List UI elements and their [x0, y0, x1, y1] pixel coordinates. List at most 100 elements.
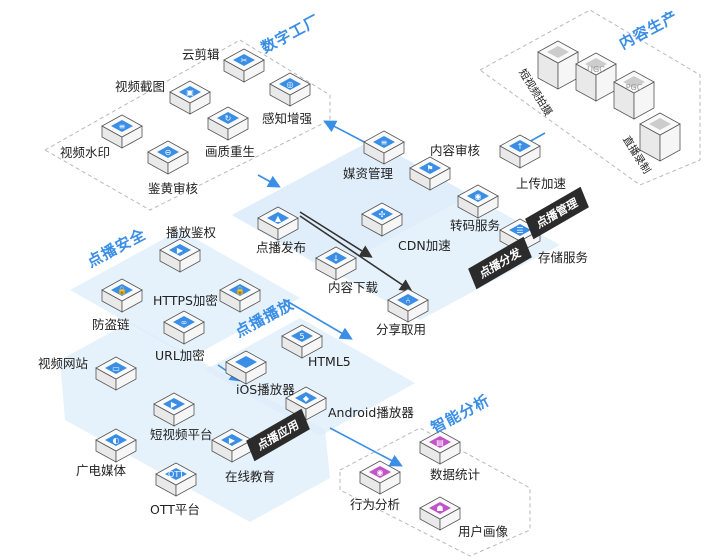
- playback-auth-icon: ▶: [177, 246, 184, 255]
- url-encrypt-icon: ∞: [181, 318, 188, 327]
- video-website-icon: ▭: [112, 364, 120, 373]
- arrow-security-to-playback: [284, 299, 353, 340]
- transcode-service-icon: ◉: [475, 192, 482, 201]
- label-transcode-service: 转码服务: [450, 218, 501, 233]
- label-html5: HTML5: [308, 354, 351, 369]
- node-ott-platform[interactable]: OTT: [155, 462, 197, 497]
- video-watermark-icon: ≡: [119, 122, 126, 131]
- behavior-analysis-icon: ◉: [377, 468, 384, 477]
- pgc-text: PGC: [626, 83, 643, 92]
- vod-publish-icon: ▲: [275, 214, 282, 223]
- node-pgc[interactable]: [613, 70, 655, 120]
- label-https-encrypt: HTTPS加密: [153, 293, 218, 308]
- node-playback-auth[interactable]: ▶: [159, 238, 201, 273]
- media-management-icon: ≡: [381, 138, 388, 147]
- label-vod-publish: 点播发布: [256, 240, 307, 255]
- ott-platform-icon: OTT: [168, 470, 184, 479]
- label-porn-review: 鉴黄审核: [148, 181, 199, 196]
- ugc-text: UGC: [587, 65, 605, 74]
- node-cloud-edit[interactable]: ✂: [223, 48, 265, 83]
- arrow-playback-to-analytics: [329, 427, 403, 467]
- node-short-video-shoot[interactable]: [537, 40, 579, 90]
- node-short-video-platform[interactable]: ▶: [153, 392, 195, 427]
- node-video-website[interactable]: ▭: [95, 356, 137, 391]
- node-video-watermark[interactable]: ≡: [101, 114, 143, 149]
- node-https-encrypt[interactable]: 🔒: [219, 278, 261, 313]
- label-online-education: 在线教育: [225, 469, 276, 484]
- node-broadcast-media[interactable]: ◐: [95, 428, 137, 463]
- node-share-fetch[interactable]: ⑃: [387, 288, 429, 323]
- arrow-factory-to-management: [257, 174, 281, 188]
- node-data-stats[interactable]: ▤: [419, 430, 461, 465]
- node-online-education[interactable]: ▶: [211, 428, 253, 463]
- label-quality-rebirth: 画质重生: [205, 144, 256, 159]
- node-content-review[interactable]: ⚑: [409, 156, 451, 191]
- arrow-management-to-factory: [323, 120, 371, 146]
- label-share-fetch: 分享取用: [376, 322, 427, 337]
- html5-icon: 5: [299, 332, 304, 341]
- node-transcode-service[interactable]: ◉: [457, 184, 499, 219]
- label-ott-platform: OTT平台: [150, 502, 200, 517]
- video-screenshot-icon: ▣: [186, 88, 194, 97]
- quality-rebirth-icon: ↻: [225, 114, 232, 123]
- node-user-profile[interactable]: ☗: [419, 496, 461, 531]
- arrow-publish-to-download: [299, 211, 373, 258]
- label-upload-accel: 上传加速: [516, 176, 567, 191]
- node-perception-enhance[interactable]: ◎: [269, 72, 311, 107]
- label-cdn-accel: CDN加速: [398, 238, 451, 253]
- node-anti-leech[interactable]: 🔒: [101, 278, 143, 313]
- label-playback-auth: 播放鉴权: [166, 225, 217, 240]
- node-ugc[interactable]: [575, 52, 617, 102]
- label-video-screenshot: 视频截图: [115, 79, 166, 94]
- plate-vod-playback: [205, 318, 415, 436]
- label-media-management: 媒资管理: [343, 166, 394, 181]
- label-broadcast-media: 广电媒体: [76, 463, 127, 478]
- label-video-website: 视频网站: [38, 356, 89, 371]
- node-content-download[interactable]: ↓: [315, 246, 357, 281]
- node-quality-rebirth[interactable]: ↻: [207, 106, 249, 141]
- node-behavior-analysis[interactable]: ◉: [359, 460, 401, 495]
- node-url-encrypt[interactable]: ∞: [163, 310, 205, 345]
- label-android-player: Android播放器: [328, 405, 414, 420]
- android-player-icon: ◆: [303, 394, 310, 403]
- perception-enhance-icon: ◎: [287, 80, 294, 89]
- node-media-management[interactable]: ≡: [363, 130, 405, 165]
- node-live-recording[interactable]: [639, 112, 681, 162]
- porn-review-icon: ⊖: [165, 148, 172, 157]
- share-fetch-icon: ⑃: [406, 296, 411, 305]
- user-profile-icon: ☗: [436, 504, 443, 513]
- label-ios-player: iOS播放器: [236, 382, 295, 397]
- label-cloud-edit: 云剪辑: [182, 47, 220, 62]
- node-android-player[interactable]: ◆: [285, 386, 327, 421]
- label-user-profile: 用户画像: [458, 524, 509, 539]
- label-storage-service: 存储服务: [538, 250, 589, 265]
- content-download-icon: ↓: [333, 254, 340, 263]
- label-content-review: 内容审核: [430, 143, 481, 158]
- node-video-screenshot[interactable]: ▣: [169, 80, 211, 115]
- node-upload-accel[interactable]: ↑: [499, 134, 541, 169]
- label-content-download: 内容下载: [328, 280, 379, 295]
- upload-accel-icon: ↑: [517, 142, 524, 151]
- anti-leech-icon: 🔒: [117, 286, 127, 295]
- label-anti-leech: 防盗链: [92, 317, 130, 332]
- label-url-encrypt: URL加密: [155, 348, 205, 363]
- storage-service-icon: ☰: [516, 226, 523, 235]
- content-review-icon: ⚑: [426, 164, 433, 173]
- label-data-stats: 数据统计: [430, 467, 481, 482]
- node-html5[interactable]: 5: [281, 324, 323, 359]
- broadcast-media-icon: ◐: [113, 436, 120, 445]
- cdn-accel-icon: ✣: [379, 210, 386, 219]
- label-video-watermark: 视频水印: [60, 145, 111, 160]
- node-cdn-accel[interactable]: ✣: [361, 202, 403, 237]
- outline-content-production: [479, 9, 701, 186]
- online-education-icon: ▶: [229, 436, 236, 445]
- cloud-edit-icon: ✂: [241, 56, 248, 65]
- node-porn-review[interactable]: ⊖: [147, 140, 189, 175]
- node-vod-publish[interactable]: ▲: [257, 206, 299, 241]
- plate-vod-security: [70, 230, 300, 358]
- short-video-platform-icon: ▶: [171, 400, 178, 409]
- arrow-publish-to-share: [299, 215, 413, 292]
- outline-digital-factory: [43, 39, 331, 211]
- label-short-video-platform: 短视频平台: [150, 427, 213, 442]
- node-ios-player[interactable]: [225, 350, 267, 385]
